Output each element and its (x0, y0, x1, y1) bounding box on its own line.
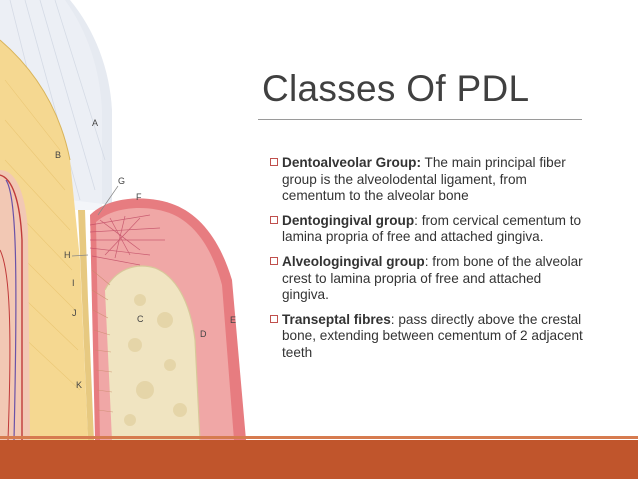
bullet-list: Dentoalveolar Group: The main principal … (270, 155, 588, 370)
checkbox-bullet-icon (270, 256, 278, 265)
label-a: A (92, 118, 98, 128)
footer-bar (0, 440, 638, 479)
label-d: D (200, 329, 207, 339)
bullet-term: Alveologingival group (282, 253, 425, 269)
checkbox-bullet-icon (270, 314, 278, 323)
bullet-item: Alveologingival group: from bone of the … (270, 254, 588, 304)
label-b: B (55, 150, 61, 160)
bullet-term: Transeptal fibres (282, 311, 391, 327)
label-g: G (118, 176, 125, 186)
checkbox-bullet-icon (270, 215, 278, 224)
bullet-text: : pass directly above the crestal bone, … (282, 311, 583, 360)
label-h: H (64, 250, 71, 260)
bullet-term: Dentoalveolar Group: (282, 155, 421, 170)
label-c: C (137, 314, 144, 324)
bullet-text: : from cervical cementum to lamina propr… (282, 212, 582, 245)
checkbox-bullet-icon (270, 158, 278, 166)
label-i: I (72, 278, 75, 288)
bullet-text: The main principal fiber group is the al… (282, 155, 566, 204)
bullet-item: Dentoalveolar Group: The main principal … (270, 155, 588, 205)
label-j: J (72, 308, 77, 318)
bullet-item: Dentogingival group: from cervical cemen… (270, 213, 588, 246)
tooth-periodontium-illustration: A B F G H I J C D E K (0, 0, 250, 440)
title-divider (258, 119, 582, 120)
label-f: F (136, 192, 142, 202)
slide-title: Classes Of PDL (262, 68, 530, 109)
label-k: K (76, 380, 82, 390)
label-e: E (230, 315, 236, 325)
bullet-term: Dentogingival group (282, 212, 415, 228)
bullet-item: Transeptal fibres: pass directly above t… (270, 312, 588, 362)
footer-accent-line (0, 436, 638, 439)
bullet-text: : from bone of the alveolar crest to lam… (282, 253, 583, 303)
